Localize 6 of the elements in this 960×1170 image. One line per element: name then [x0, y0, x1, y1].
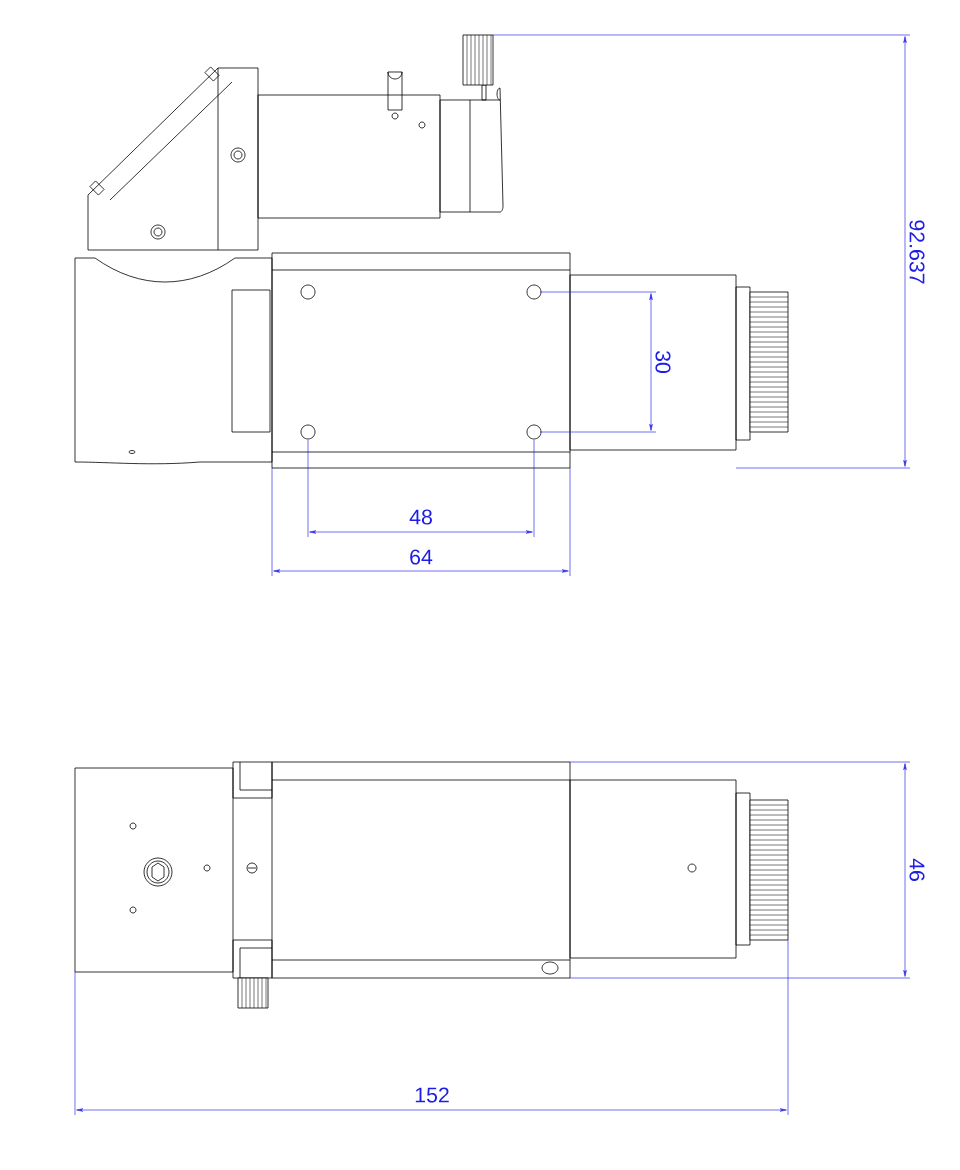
dimension-label: 48 — [409, 509, 432, 525]
dimension-label: 46 — [909, 858, 925, 881]
dimension-label: 92.637 — [909, 220, 925, 284]
dimension-label: 64 — [410, 549, 433, 565]
dimension-label: 152 — [415, 1087, 449, 1103]
dimension-label: 30 — [655, 350, 671, 373]
